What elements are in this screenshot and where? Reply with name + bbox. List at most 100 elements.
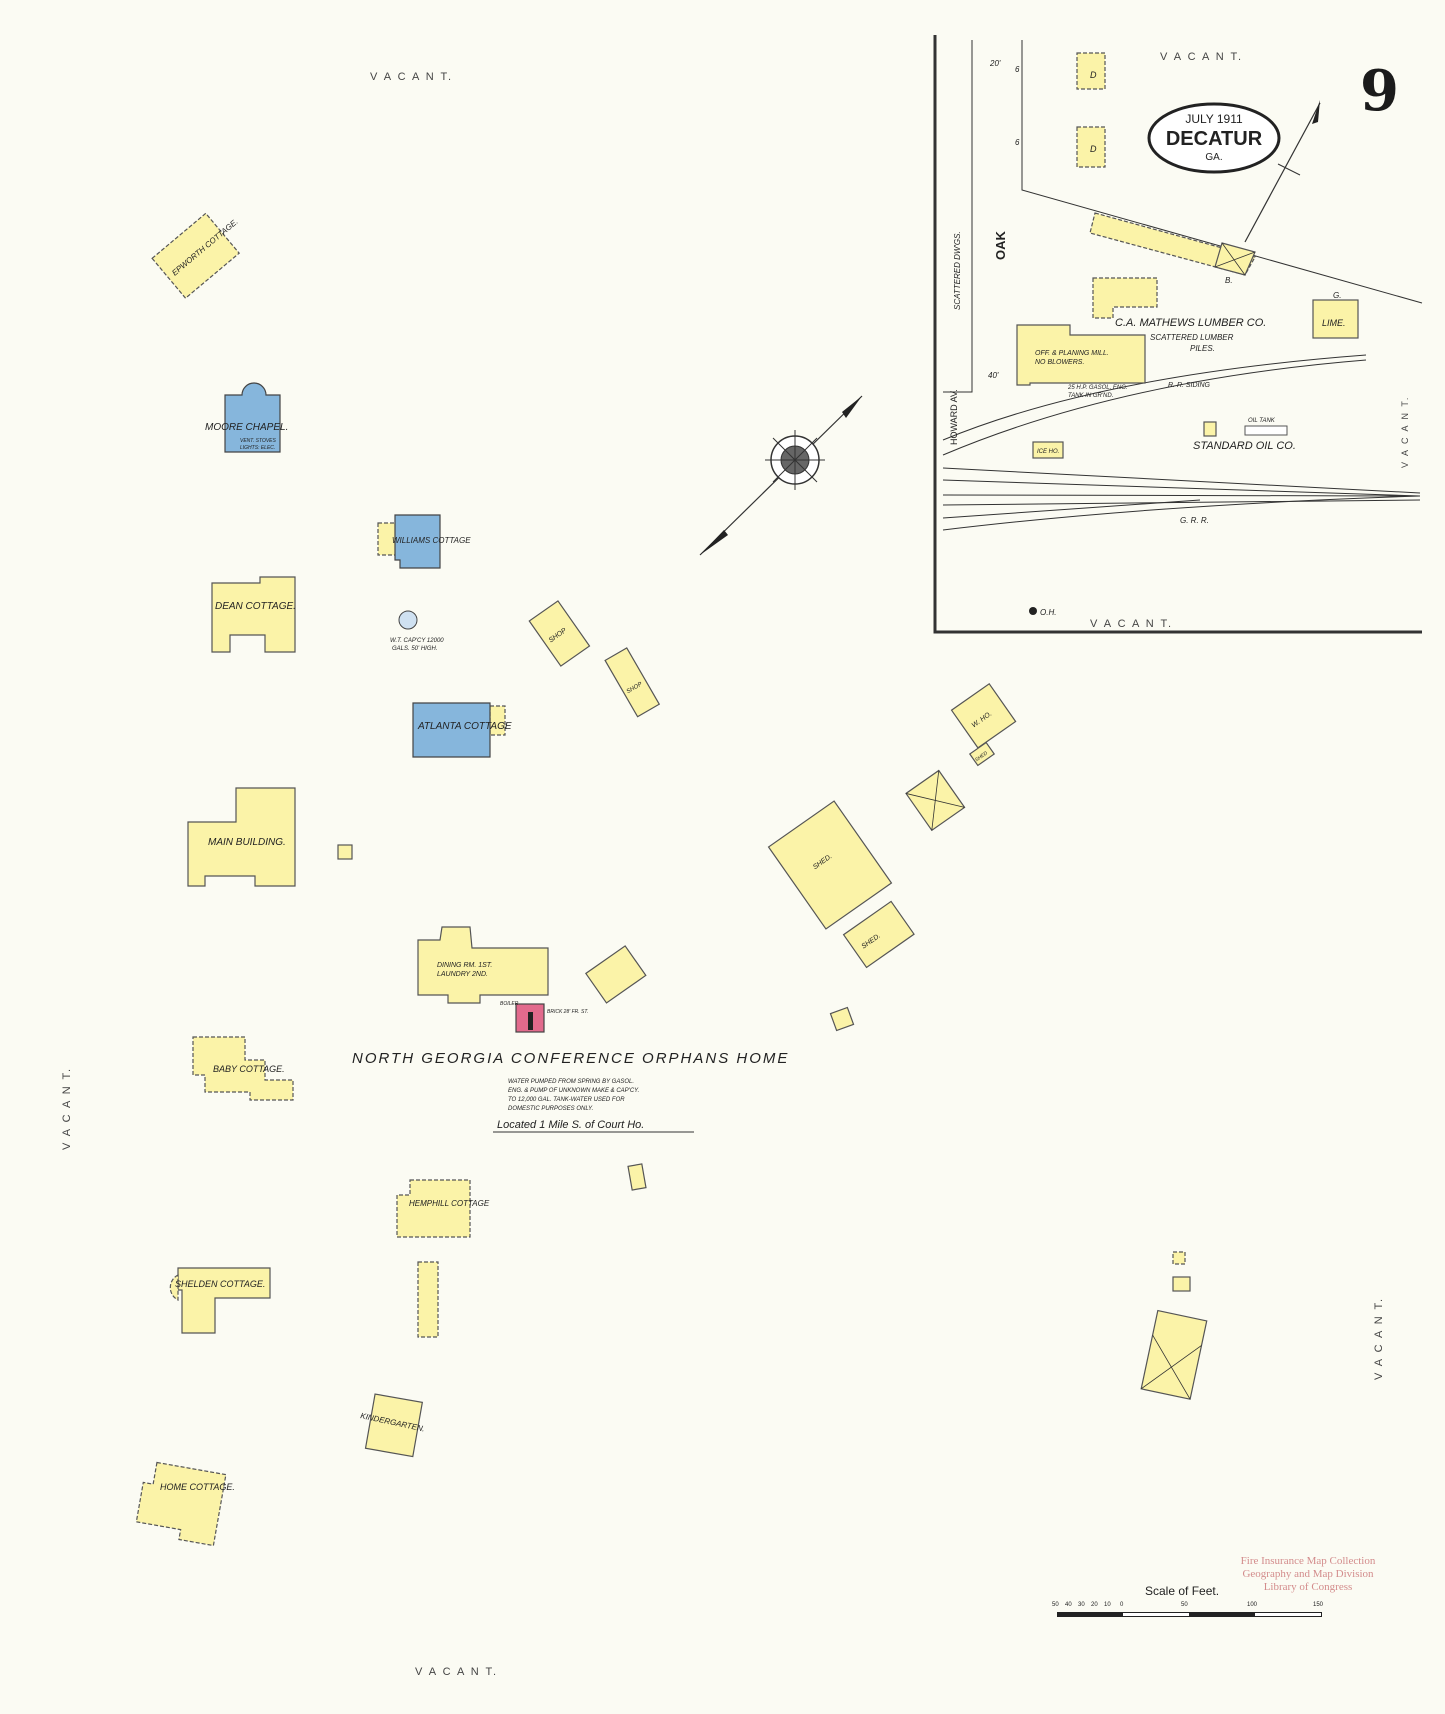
- long-shed: [417, 1261, 439, 1338]
- tiny-shed: [627, 1163, 647, 1191]
- water-note-2: ENG. & PUMP OF UNKNOWN MAKE & CAP'CY.: [508, 1088, 639, 1094]
- baby-label: BABY COTTAGE.: [213, 1064, 285, 1074]
- library-stamp: Fire Insurance Map Collection Geography …: [1228, 1555, 1388, 1594]
- standard-oil-label: STANDARD OIL CO.: [1193, 440, 1296, 452]
- railroad-label: G. R. R.: [1180, 516, 1209, 525]
- williams-cottage: [394, 514, 441, 569]
- vacant-left: V A C A N T.: [61, 1067, 73, 1150]
- stamp-line-3: Library of Congress: [1263, 1581, 1353, 1593]
- stamp-line-1: Fire Insurance Map Collection: [1240, 1555, 1376, 1567]
- shelden-cottage: [177, 1267, 271, 1334]
- water-note-1: WATER PUMPED FROM SPRING BY GASOL.: [508, 1079, 634, 1085]
- stack-label: BRICK 28' FR. ST.: [547, 1009, 588, 1015]
- scale-tick-9: 150: [1313, 1602, 1324, 1608]
- small-square: [829, 1006, 855, 1032]
- vacant-right: V A C A N T.: [1373, 1297, 1385, 1380]
- lime-label: LIME.: [1322, 318, 1346, 328]
- height-1: 20': [989, 59, 1001, 68]
- planing-mill: [1016, 324, 1146, 386]
- engine-label-1: 25 H.P. GASOL. ENG.: [1067, 385, 1128, 391]
- inset-vacant-right: V A C A N T.: [1400, 396, 1410, 468]
- title-date: JULY 1911: [1185, 112, 1243, 126]
- chapel-note-1: VENT. STOVES: [240, 438, 277, 444]
- compass-rose: [699, 395, 863, 556]
- brick-stack: [528, 1012, 533, 1030]
- moore-label: MOORE CHAPEL.: [205, 422, 288, 433]
- scale-tick-8: 100: [1247, 1602, 1258, 1608]
- inset-vacant-top: V A C A N T.: [1160, 51, 1243, 63]
- scale-tick-2: 40: [1065, 1602, 1072, 1608]
- inset-l-building: [1092, 277, 1158, 319]
- moore-chapel: [224, 382, 281, 453]
- inset-dwelling-2: [1076, 126, 1106, 168]
- scale-tick-4: 20: [1091, 1602, 1098, 1608]
- atlanta-cottage: [412, 702, 491, 758]
- dean-cottage: [211, 576, 296, 653]
- scale-tick-3: 30: [1078, 1602, 1085, 1608]
- scale-label: Scale of Feet.: [1145, 1584, 1219, 1598]
- vacant-top: V A C A N T.: [370, 71, 453, 83]
- shed-3: [968, 741, 996, 767]
- scale-tick-1: 50: [1052, 1602, 1059, 1608]
- dining-label-1: DINING RM. 1ST.: [437, 962, 492, 969]
- engine-label-2: TANK IN GR'ND.: [1068, 393, 1113, 399]
- shelden-label: SHELDEN COTTAGE.: [175, 1279, 265, 1289]
- lumber-piles-2: PILES.: [1190, 344, 1215, 353]
- oil-small-building: [1203, 421, 1217, 437]
- small-outbuilding-2: [1172, 1276, 1191, 1292]
- street-howard: HOWARD AV.: [949, 389, 959, 445]
- scale-tick-6: 0: [1120, 1602, 1124, 1608]
- home-label: HOME COTTAGE.: [160, 1482, 235, 1492]
- dining-label-2: LAUNDRY 2ND.: [437, 971, 488, 978]
- hemphill-label: HEMPHILL COTTAGE: [409, 1199, 490, 1208]
- height-4: 6: [1015, 138, 1020, 147]
- shop-1: [528, 600, 591, 667]
- dining-laundry: [417, 926, 549, 1004]
- w-ho: [950, 682, 1017, 749]
- height-3: 6: [1015, 65, 1020, 74]
- title-state: GA.: [1205, 152, 1222, 163]
- lumber-co-label: C.A. MATHEWS LUMBER CO.: [1115, 317, 1266, 329]
- shed-2: [842, 900, 915, 969]
- atlanta-label: ATLANTA COTTAGE: [417, 721, 512, 732]
- ice-house-label: ICE HO.: [1037, 449, 1059, 455]
- main-title: NORTH GEORGIA CONFERENCE ORPHANS HOME: [352, 1050, 789, 1067]
- inset-north-arrow: [1244, 102, 1321, 243]
- sheet-number: 9: [1360, 58, 1399, 124]
- dwelling-label-2: D: [1090, 144, 1097, 154]
- dwelling-label-1: D: [1090, 70, 1097, 80]
- lumber-piles-1: SCATTERED LUMBER: [1150, 333, 1234, 342]
- ice-house: [1032, 441, 1064, 459]
- street-oak: OAK: [993, 231, 1008, 261]
- epworth-cottage: [151, 212, 241, 300]
- oil-tank-label: OIL TANK: [1248, 418, 1276, 424]
- scale-tick-5: 10: [1104, 1602, 1111, 1608]
- dean-label: DEAN COTTAGE.: [215, 601, 296, 612]
- hemphill-cottage: [396, 1179, 471, 1238]
- chapel-note-2: LIGHTS: ELEC.: [240, 445, 275, 451]
- large-shed: [767, 800, 893, 930]
- tank-note-2: GALS. 50' HIGH.: [392, 646, 438, 652]
- small-building: [584, 945, 647, 1004]
- location-note: Located 1 Mile S. of Court Ho.: [497, 1119, 644, 1131]
- title-cartouche: [1147, 102, 1281, 174]
- scale-bar: Scale of Feet. 50 40 30 20 10 0 50 100 1…: [1052, 1584, 1324, 1617]
- main-building: [187, 787, 296, 887]
- williams-label: WILLIAMS COTTAGE: [392, 536, 471, 545]
- planing-mill-label-1: OFF. & PLANING MILL.: [1035, 350, 1109, 357]
- small-outbuilding-1: [1172, 1251, 1186, 1265]
- shop-2: [604, 647, 661, 718]
- water-note-3: TO 12,000 GAL. TANK-WATER USED FOR: [508, 1097, 625, 1103]
- scattered-dwellings: SCATTERED DW'GS.: [953, 231, 962, 310]
- tank-note-1: W.T. CAP'CY 12000: [390, 638, 444, 644]
- inset-map: V A C A N T. V A C A N T. V A C A N T. O…: [933, 35, 1423, 634]
- lime-shed: [1312, 299, 1359, 339]
- label-oh: O.H.: [1040, 608, 1056, 617]
- label-g: G.: [1333, 291, 1341, 300]
- scale-tick-7: 50: [1181, 1602, 1188, 1608]
- house-a: [1140, 1309, 1208, 1400]
- oil-tank: [1244, 425, 1288, 436]
- inset-dwelling-1: [1076, 52, 1106, 90]
